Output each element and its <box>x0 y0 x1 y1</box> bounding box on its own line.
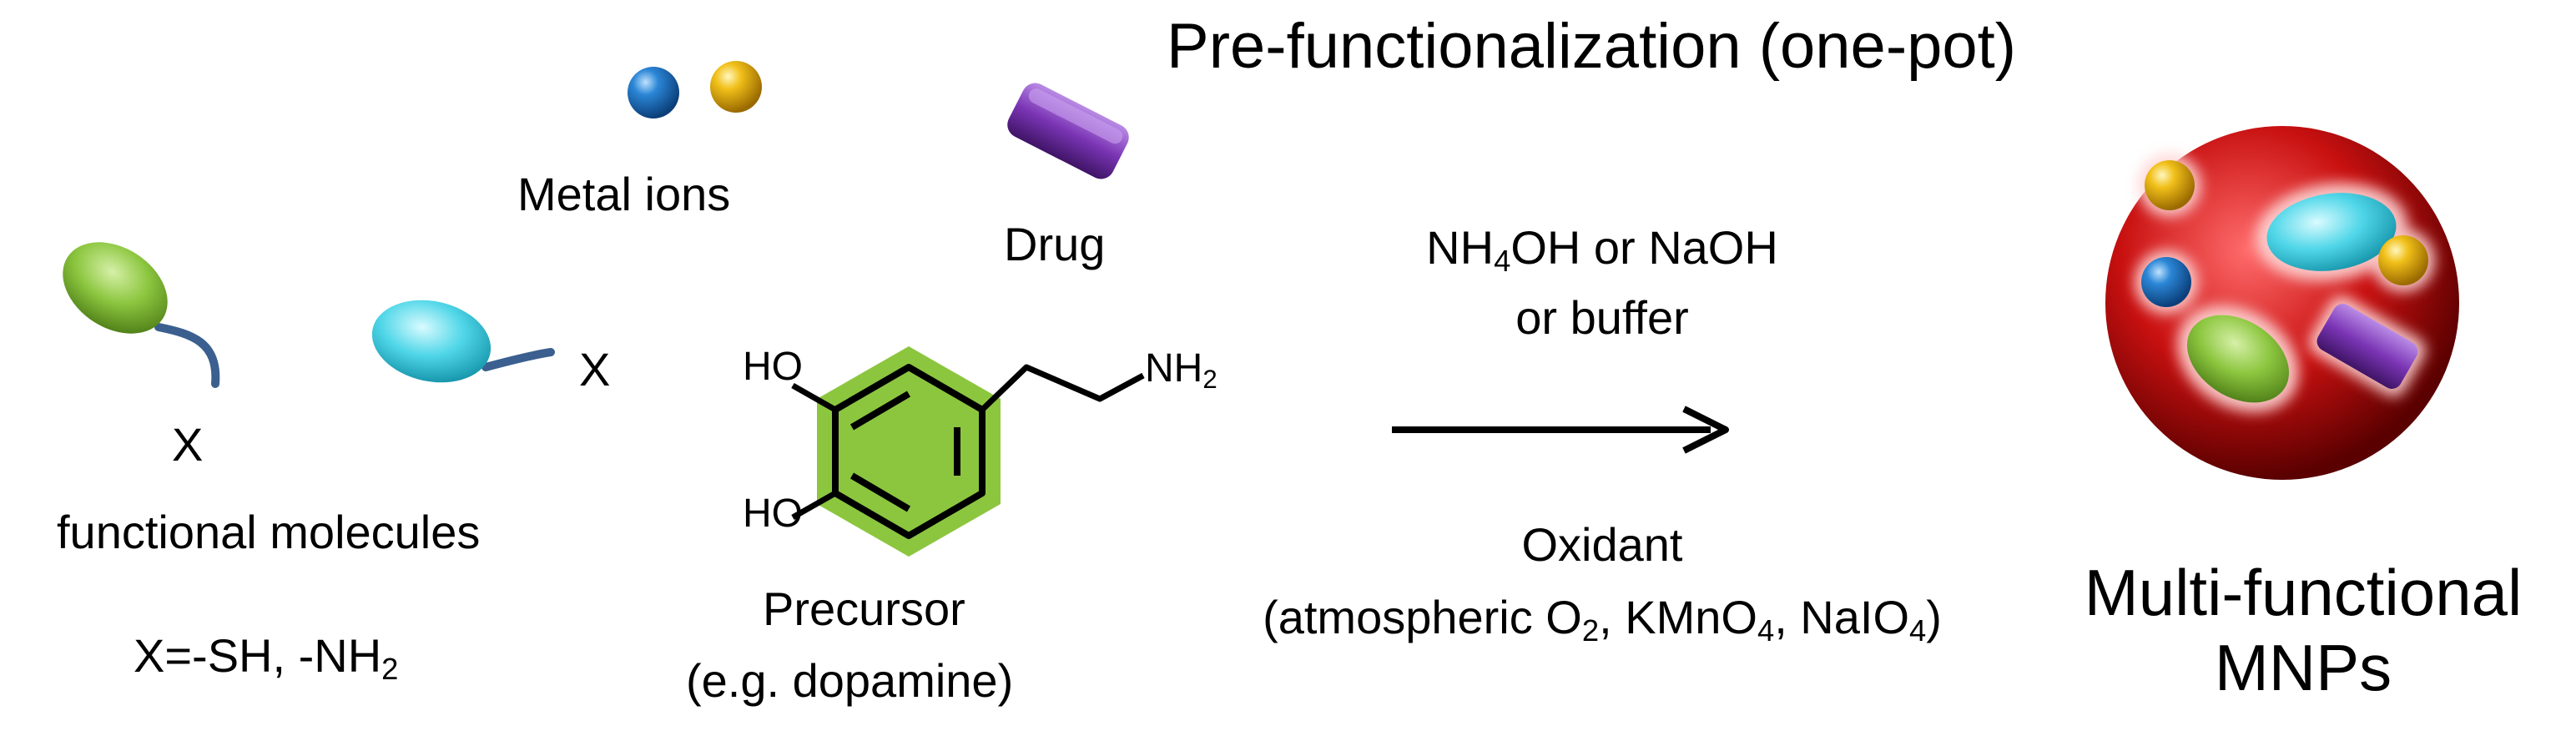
base-nh-text: NH <box>1426 221 1495 274</box>
ho-bottom-label: HO <box>743 492 803 536</box>
oxidant-line1: Oxidant <box>1521 518 1683 571</box>
precursor-example: (e.g. dopamine) <box>686 654 1014 707</box>
metal-ions-label: Metal ions <box>517 168 731 220</box>
dopamine-structure <box>791 346 1145 557</box>
product-line1: Multi-functional <box>2084 556 2523 629</box>
nh2-subscript: 2 <box>1202 364 1217 394</box>
oxidant-conditions: Oxidant (atmospheric O2, KMnO4, NaIO4) <box>1177 509 2028 654</box>
product-line2: MNPs <box>2214 630 2392 704</box>
scheme-title: Pre-functionalization (one-pot) <box>1167 11 2017 82</box>
nh2-text: NH <box>1145 346 1203 391</box>
metal-ion-gold-icon <box>710 61 762 113</box>
x-label-right: X <box>579 343 611 396</box>
functional-molecules-label: functional molecules <box>57 506 481 558</box>
oxidant-o2-subscript: 2 <box>1581 612 1600 648</box>
drug-label: Drug <box>1004 218 1106 270</box>
nh2-label: NH2 <box>1145 346 1217 392</box>
oxidant-naio-text: , NaIO <box>1774 590 1910 643</box>
oxidant-line2: (atmospheric O2, KMnO4, NaIO4) <box>1177 582 2028 654</box>
ho-top-label: HO <box>743 345 803 389</box>
x-definition-text: X=-SH, -NH <box>134 629 382 682</box>
drug-icon <box>1007 83 1129 179</box>
x-definition-subscript: 2 <box>381 652 399 687</box>
x-definition: X=-SH, -NH2 <box>134 633 398 684</box>
oxidant-naio-subscript: 4 <box>1909 612 1927 648</box>
x-label-left: X <box>172 418 204 471</box>
base-oh-text: OH or NaOH <box>1510 221 1778 274</box>
functional-molecule-cyan-icon <box>371 300 555 383</box>
reaction-arrow <box>1392 406 1729 454</box>
base-conditions-line2: or buffer <box>1515 291 1689 344</box>
base-nh-subscript: 4 <box>1494 244 1511 279</box>
oxidant-kmno-subscript: 4 <box>1757 612 1775 648</box>
oxidant-kmno-text: , KMnO <box>1599 590 1757 643</box>
base-conditions-line1: NH4OH or NaOH <box>1360 213 1844 283</box>
product-label: Multi-functional MNPs <box>2036 556 2570 705</box>
multifunctional-mnp-icon <box>2105 126 2459 480</box>
metal-ion-blue-icon <box>628 67 679 118</box>
precursor-label: Precursor <box>763 582 965 635</box>
oxidant-close-text: ) <box>1926 590 1942 643</box>
functional-molecule-green-icon <box>63 242 220 388</box>
oxidant-o2-text: (atmospheric O <box>1263 590 1582 643</box>
base-conditions: NH4OH or NaOH or buffer <box>1360 213 1844 353</box>
